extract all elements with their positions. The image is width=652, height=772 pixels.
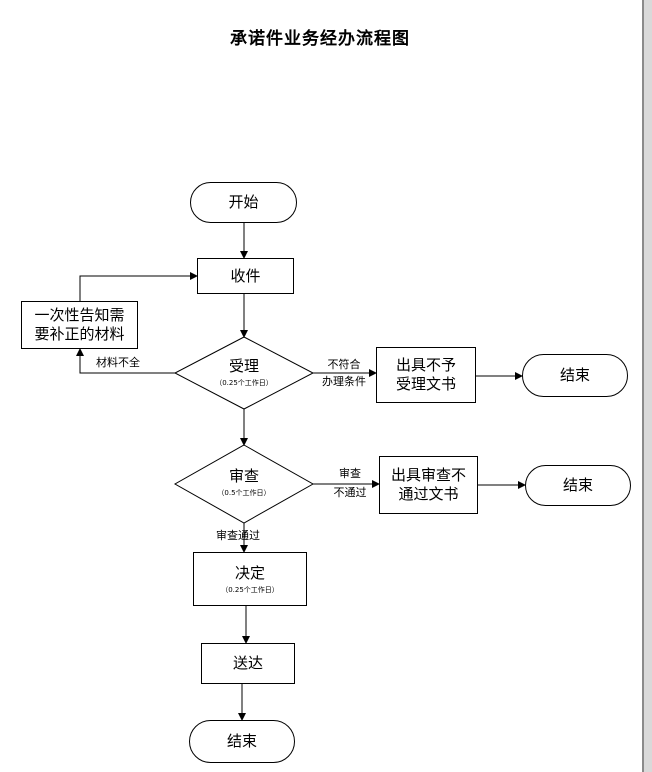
decide-time: （0.25个工作日） — [221, 585, 279, 594]
end-accept-terminal: 结束 — [522, 354, 628, 397]
accept-decision: 受理 （0.25个工作日） — [185, 350, 303, 394]
page-edge-line — [642, 0, 644, 772]
arrow-accept-notify — [76, 348, 175, 374]
notify-label: 一次性告知需要补正的材料 — [34, 306, 125, 343]
reject-review-box: 出具审查不通过文书 — [379, 456, 478, 514]
end-review-terminal: 结束 — [525, 465, 631, 506]
review-pass-label: 审查通过 — [216, 529, 260, 542]
decide-box: 决定 （0.25个工作日） — [193, 552, 307, 606]
arrow-notify-receive — [79, 272, 198, 301]
start-terminal: 开始 — [190, 182, 297, 223]
deliver-label: 送达 — [232, 654, 263, 672]
start-label: 开始 — [228, 193, 259, 211]
incomplete-label: 材料不全 — [96, 356, 140, 369]
page-margin — [644, 0, 652, 772]
not-eligible-label-1: 不符合 — [327, 358, 361, 371]
accept-time: （0.25个工作日） — [215, 378, 273, 387]
not-eligible-label-2: 办理条件 — [322, 375, 366, 388]
end-label: 结束 — [226, 732, 257, 750]
deliver-box: 送达 — [201, 643, 295, 684]
review-decision: 审查 （0.5个工作日） — [185, 460, 303, 504]
decide-label: 决定 — [234, 563, 265, 582]
end-review-label: 结束 — [562, 476, 593, 494]
reject-review-label: 出具审查不通过文书 — [390, 466, 466, 503]
page-title: 承诺件业务经办流程图 — [230, 29, 410, 49]
end-terminal: 结束 — [189, 720, 295, 763]
review-fail-label-1: 审查 — [339, 467, 361, 480]
review-time: （0.5个工作日） — [217, 488, 271, 497]
end-accept-label: 结束 — [559, 366, 590, 384]
reject-accept-box: 出具不予受理文书 — [376, 347, 476, 403]
review-label: 审查 — [228, 466, 259, 485]
accept-label: 受理 — [228, 356, 259, 375]
reject-accept-label: 出具不予受理文书 — [395, 356, 456, 393]
receive-label: 收件 — [230, 266, 261, 285]
review-fail-label-2: 不通过 — [333, 486, 367, 499]
receive-box: 收件 — [197, 258, 294, 294]
notify-box: 一次性告知需要补正的材料 — [21, 301, 138, 349]
